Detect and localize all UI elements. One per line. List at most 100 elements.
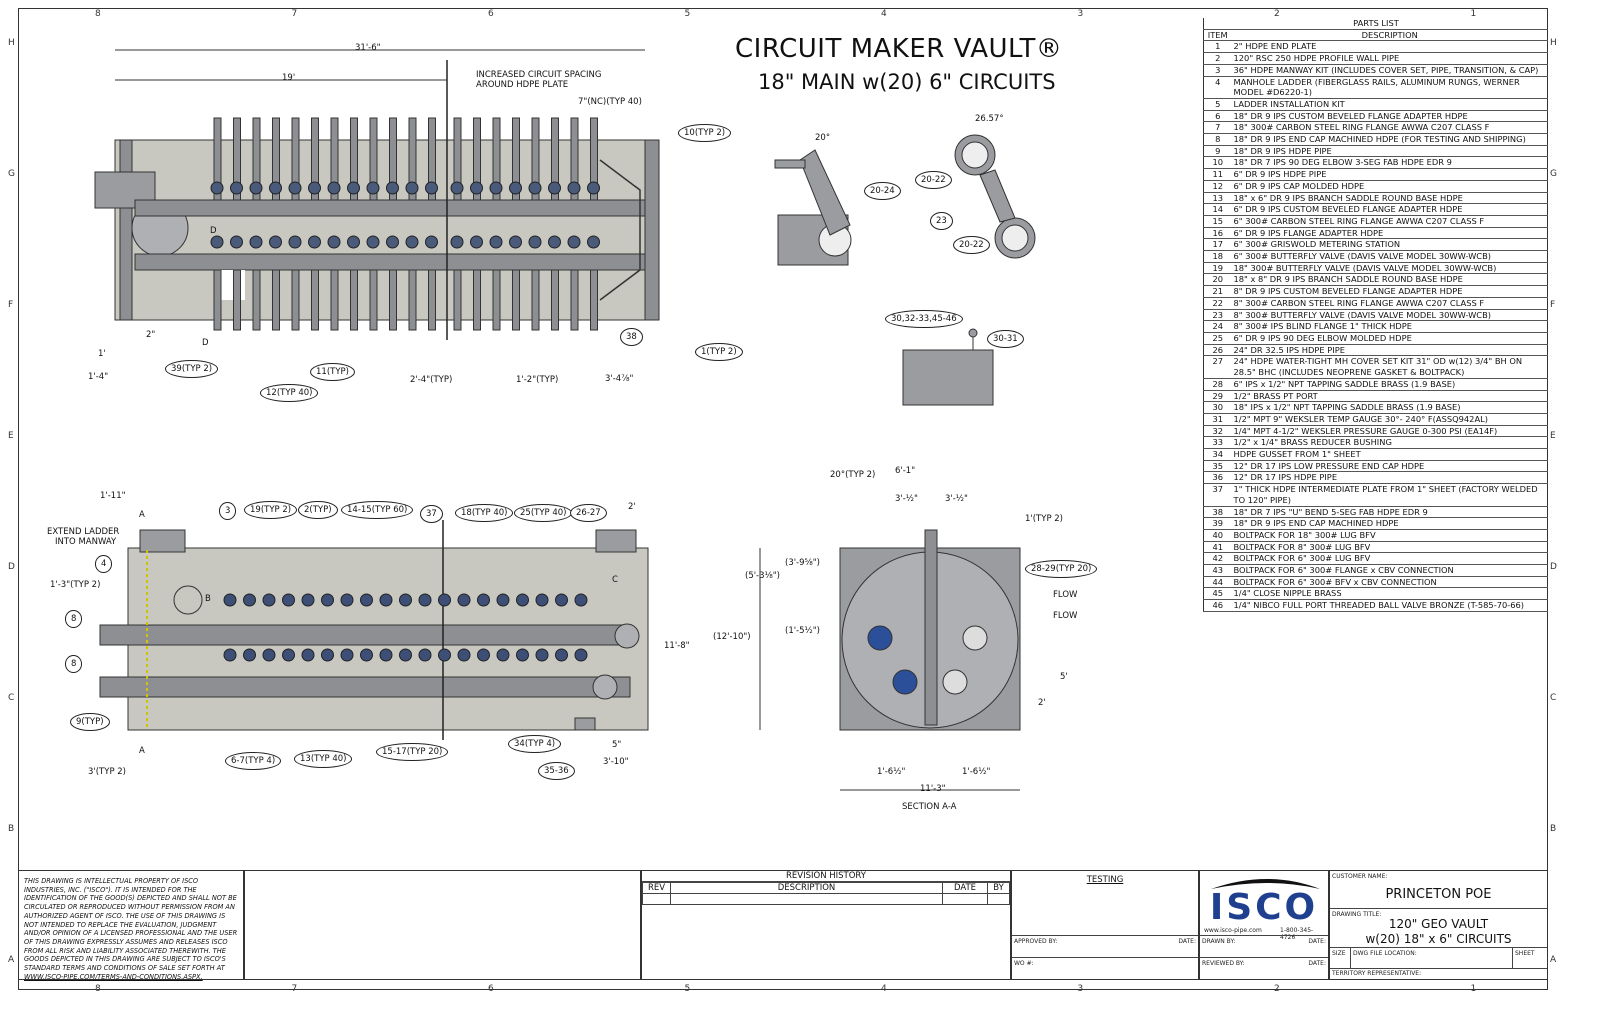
valve-icon xyxy=(516,648,529,662)
item-number: 5 xyxy=(1203,98,1232,111)
item-number: 1 xyxy=(1203,40,1232,54)
item-description: 12" DR 17 IPS LOW PRESSURE END CAP HDPE xyxy=(1231,460,1548,473)
flow-label: FLOW xyxy=(1053,611,1078,621)
valve-icon xyxy=(496,648,510,662)
isco-logo: ISCO xyxy=(1209,887,1319,928)
zone-column-label: 8 xyxy=(95,984,101,994)
note-label: AROUND HDPE PLATE xyxy=(476,80,569,90)
note-label: INTO MANWAY xyxy=(55,537,117,547)
item-number: 15 xyxy=(1203,215,1232,228)
drawing-subtitle: 18" MAIN w(20) 6" CIRCUITS xyxy=(758,70,1056,94)
angle-label: 20° xyxy=(815,133,831,143)
valve-icon xyxy=(308,235,321,249)
valve-icon xyxy=(457,648,471,662)
valve-icon xyxy=(555,648,568,662)
circuit-pipe xyxy=(512,117,520,201)
detail-isometric-2 xyxy=(954,134,1036,259)
valve-icon xyxy=(399,648,412,662)
item-description: 18" DR 7 IPS "U" BEND 5-SEG FAB HDPE EDR… xyxy=(1231,506,1548,519)
item-number: 21 xyxy=(1203,285,1232,298)
valve-icon xyxy=(405,235,419,249)
callout-balloon: 20-22 xyxy=(915,171,952,189)
note-label: EXTEND LADDER xyxy=(47,527,120,537)
zone-row-label: D xyxy=(8,562,15,572)
disclaimer-text: THIS DRAWING IS INTELLECTUAL PROPERTY OF… xyxy=(24,877,238,973)
circuit-pipe xyxy=(531,269,540,331)
circuit-pipe xyxy=(233,269,241,331)
item-description: 18" IPS x 1/2" NPT TAPPING SADDLE BRASS … xyxy=(1231,401,1548,414)
item-description: LADDER INSTALLATION KIT xyxy=(1231,98,1548,111)
item-description: 1/4" NIBCO FULL PORT THREADED BALL VALVE… xyxy=(1231,599,1548,612)
item-description: MANHOLE LADDER (FIBERGLASS RAILS, ALUMIN… xyxy=(1231,76,1548,99)
valve-icon xyxy=(470,235,483,249)
circuit-pipe xyxy=(252,269,261,331)
valve-icon xyxy=(399,593,412,607)
drawing-title-1: 120" GEO VAULT xyxy=(1388,917,1489,931)
item-number: 27 xyxy=(1203,355,1232,379)
circuit-pipe xyxy=(531,117,540,201)
item-number: 43 xyxy=(1203,564,1232,577)
terms-link[interactable]: WWW.ISCO-PIPE.COM/TERMS-AND-CONDITIONS.A… xyxy=(24,972,203,981)
reviewed-by-field: REVIEWED BY:DATE: xyxy=(1200,957,1328,969)
callout-balloon: 10(TYP 2) xyxy=(678,124,732,142)
callout-balloon: 2(TYP) xyxy=(298,501,338,519)
circuit-pipe xyxy=(512,269,520,331)
circuit-pipe xyxy=(272,117,280,201)
item-description: 18" DR 9 IPS HDPE PIPE xyxy=(1231,145,1548,158)
zone-row-label: B xyxy=(8,824,15,834)
callout-balloon: 18(TYP 40) xyxy=(455,504,514,522)
circuit-valves-front xyxy=(223,593,588,662)
by-header: BY xyxy=(987,882,1010,894)
item-number: 38 xyxy=(1203,506,1232,519)
item-description: 18" DR 9 IPS END CAP MACHINED HDPE (FOR … xyxy=(1231,133,1548,146)
item-description: 24" DR 32.5 IPS HDPE PIPE xyxy=(1231,344,1548,357)
valve-icon xyxy=(347,181,360,195)
item-number: 39 xyxy=(1203,517,1232,530)
dimension-label: 5' xyxy=(1060,672,1068,682)
valve-icon xyxy=(450,235,464,249)
item-number: 46 xyxy=(1203,599,1232,612)
description-header: DESCRIPTION xyxy=(670,882,943,894)
callout-balloon: 6-7(TYP 4) xyxy=(225,752,282,770)
circuit-pipe xyxy=(291,117,300,201)
dimension-label: 1' xyxy=(98,349,106,359)
isco-logo-box: ISCO www.isco-pipe.com 1-800-345-4726 DR… xyxy=(1199,870,1329,980)
item-description: 1/4" CLOSE NIPPLE BRASS xyxy=(1231,587,1548,601)
valve-icon xyxy=(301,648,315,662)
zone-column-label: 6 xyxy=(488,984,494,994)
circuit-pipe xyxy=(453,269,462,331)
circuit-pipe xyxy=(473,269,481,331)
item-number: 33 xyxy=(1203,436,1232,450)
callout-balloon: 28-29(TYP 20) xyxy=(1025,560,1098,578)
item-number: 36 xyxy=(1203,471,1232,485)
item-number: 44 xyxy=(1203,576,1232,589)
drawing-title: CIRCUIT MAKER VAULT® xyxy=(735,34,1063,64)
zone-column-label: 8 xyxy=(95,9,101,19)
valve-icon xyxy=(282,593,295,607)
item-description: 8" 300# CARBON STEEL RING FLANGE AWWA C2… xyxy=(1231,297,1548,310)
item-number: 9 xyxy=(1203,145,1232,158)
item-number: 17 xyxy=(1203,238,1232,252)
customer-name: PRINCETON POE xyxy=(1385,887,1492,902)
item-number: 40 xyxy=(1203,529,1232,542)
item-number: 37 xyxy=(1203,483,1232,507)
section-marker: D xyxy=(210,226,217,236)
item-number: 8 xyxy=(1203,133,1232,146)
valve-icon xyxy=(535,593,549,607)
circuit-pipe xyxy=(213,269,222,331)
item-description: 18" 300# CARBON STEEL RING FLANGE AWWA C… xyxy=(1231,121,1548,135)
item-description: 1/4" MPT 4-1/2" WEKSLER PRESSURE GAUGE 0… xyxy=(1231,425,1548,438)
circuit-pipe xyxy=(590,117,598,201)
valve-icon xyxy=(438,593,451,607)
approved-by-field: APPROVED BY:DATE: xyxy=(1012,935,1198,947)
item-description: 1/2" MPT 9" WEKSLER TEMP GAUGE 30°- 240°… xyxy=(1231,413,1548,426)
callout-balloon: 34(TYP 4) xyxy=(508,735,562,753)
